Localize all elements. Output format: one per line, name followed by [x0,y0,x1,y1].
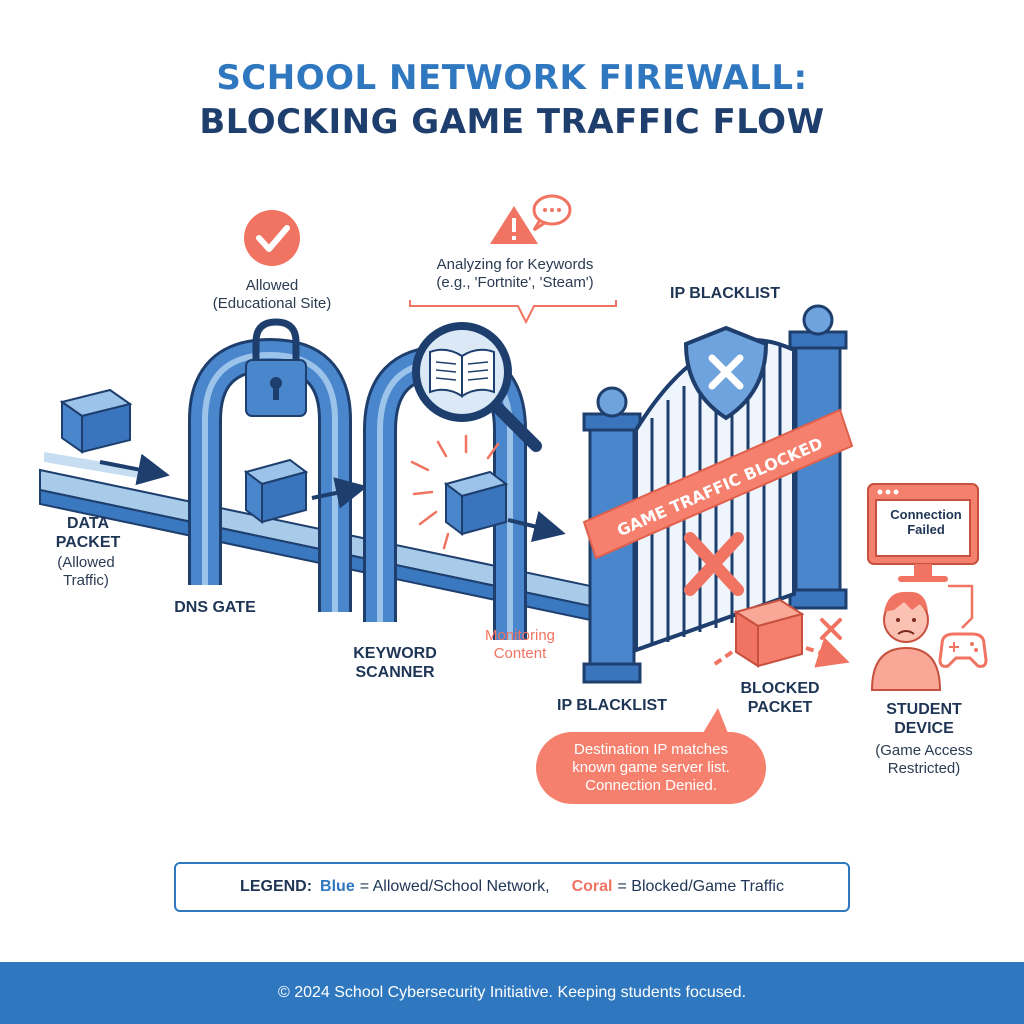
book-icon [429,348,495,398]
scanner-packet-box-icon [443,470,509,536]
warning-icon [490,206,538,244]
student-icon [870,591,942,691]
device-connector [948,584,974,629]
ip-blacklist-top-label: IP BLACKLIST [670,285,780,302]
gamepad-icon [938,632,988,668]
legend: LEGEND: Blue = Allowed/School Network, C… [174,862,850,912]
speech-icon [532,194,572,232]
blocked-arrow-right [805,637,850,668]
footer: © 2024 School Cybersecurity Initiative. … [0,962,1024,1024]
legend-coral-text: = Blocked/Game Traffic [617,878,784,895]
scanner-packet-arrow [507,510,566,542]
title-line-1: SCHOOL NETWORK FIREWALL: [216,58,808,98]
dns-gate [188,337,352,612]
dns-allowed-note: Allowed(Educational Site) [212,277,332,312]
gate-x-mark [684,532,744,596]
lock-icon [245,318,307,417]
legend-blue-word: Blue [320,878,355,895]
check-icon [244,210,300,266]
keyword-callout-line [409,300,617,325]
blocked-small-x [820,618,842,640]
dns-packet-arrow [311,477,368,509]
dns-gate-label: DNS GATE [174,599,256,616]
title-line-2: BLOCKING GAME TRAFFIC FLOW [199,102,825,142]
scan-burst [410,434,500,550]
data-packet-box-icon [59,388,133,454]
monitor-icon [867,483,979,582]
denied-bubble: Destination IP matches known game server… [536,732,766,804]
dns-packet-box-icon [243,458,309,524]
data-packet-arrow [99,453,170,486]
shield-x-icon [683,325,769,421]
legend-label: LEGEND: [240,878,313,895]
keyword-analysis-note: Analyzing for Keywords(e.g., 'Fortnite',… [436,256,594,291]
legend-blue-text: = Allowed/School Network, [359,878,550,895]
ip-blacklist-bottom-label: IP BLACKLIST [557,697,667,714]
blocked-packet-box-icon [733,598,805,668]
blocked-arrow-left [710,650,734,668]
legend-coral-word: Coral [571,878,613,895]
bubble-tail [700,708,730,738]
